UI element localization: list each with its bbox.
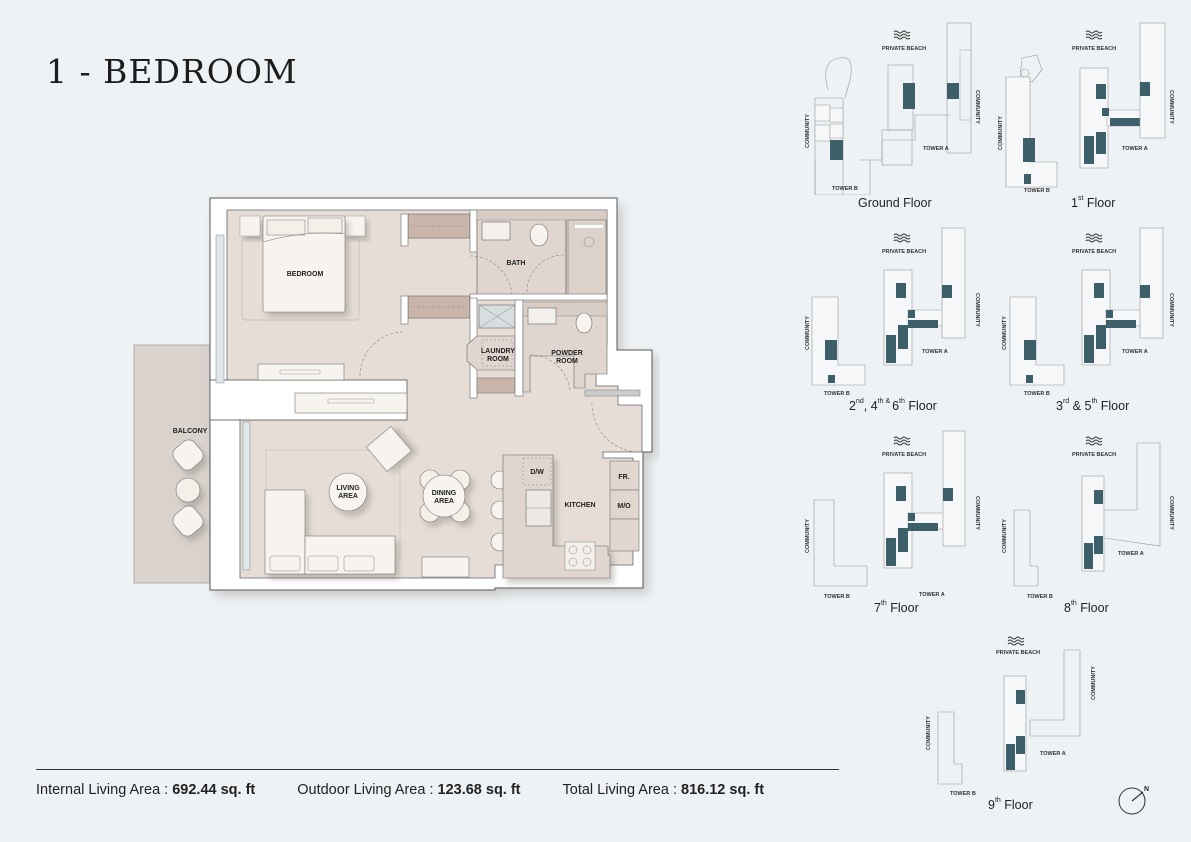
internal-area: Internal Living Area : 692.44 sq. ft (36, 782, 256, 798)
room-label-mo: M/O (617, 503, 631, 510)
svg-text:N: N (1144, 786, 1149, 793)
svg-text:PRIVATE BEACH: PRIVATE BEACH (882, 46, 926, 52)
svg-text:TOWER B: TOWER B (824, 594, 850, 600)
floor-label: 2nd, 4th & 6th Floor (849, 398, 937, 413)
svg-text:ROOM: ROOM (556, 358, 578, 365)
room-label-dw: D/W (530, 469, 544, 476)
room-label-bedroom: BEDROOM (287, 271, 324, 278)
svg-text:TOWER B: TOWER B (1024, 391, 1050, 397)
svg-text:AREA: AREA (434, 498, 454, 505)
svg-text:COMMUNITY: COMMUNITY (1168, 90, 1174, 124)
room-label-bath: BATH (507, 260, 526, 267)
room-label-powder: POWDER (551, 350, 583, 357)
svg-text:COMMUNITY: COMMUNITY (805, 114, 811, 148)
svg-text:COMMUNITY: COMMUNITY (805, 519, 811, 553)
floor-label: 3rd & 5th Floor (1056, 398, 1130, 413)
room-label-laundry: LAUNDRY (481, 348, 515, 355)
svg-text:TOWER B: TOWER B (1027, 594, 1053, 600)
svg-text:ROOM: ROOM (487, 356, 509, 363)
svg-text:PRIVATE BEACH: PRIVATE BEACH (882, 249, 926, 255)
room-label-living: LIVING (336, 485, 360, 492)
key-plan-7th-floor: PRIVATE BEACH TOWER A TOWER B COMMUNITY … (800, 428, 990, 615)
floor-label: 1st Floor (1071, 195, 1116, 210)
svg-text:COMMUNITY: COMMUNITY (1002, 519, 1008, 553)
key-plan-9th-floor: PRIVATE BEACH TOWER A TOWER B COMMUNITY … (912, 632, 1107, 812)
svg-text:TOWER A: TOWER A (919, 592, 945, 598)
svg-text:COMMUNITY: COMMUNITY (998, 116, 1004, 150)
north-compass-icon: N (1118, 783, 1150, 815)
svg-text:PRIVATE BEACH: PRIVATE BEACH (1072, 452, 1116, 458)
room-label-fr: FR. (618, 474, 629, 481)
room-label-kitchen: KITCHEN (564, 502, 595, 509)
svg-text:COMMUNITY: COMMUNITY (1091, 666, 1097, 700)
key-plan-8th-floor: PRIVATE BEACH TOWER A TOWER B COMMUNITY … (992, 428, 1187, 615)
footer-divider (36, 769, 839, 770)
svg-text:COMMUNITY: COMMUNITY (805, 316, 811, 350)
room-label-balcony: BALCONY (173, 428, 208, 435)
svg-text:COMMUNITY: COMMUNITY (926, 716, 932, 750)
floor-label: Ground Floor (858, 196, 932, 210)
page-title: 1 - BEDROOM (46, 52, 298, 91)
key-plan-2nd-4th-6th-floor: PRIVATE BEACH TOWER A TOWER B COMMUNITY … (800, 225, 990, 413)
floor-label: 8th Floor (1064, 600, 1109, 615)
key-plan-1st-floor: PRIVATE BEACH TOWER A TOWER B COMMUNITY … (992, 20, 1187, 210)
svg-text:PRIVATE BEACH: PRIVATE BEACH (1072, 249, 1116, 255)
key-plan-3rd-5th-floor: PRIVATE BEACH TOWER A TOWER B COMMUNITY … (992, 225, 1187, 413)
svg-text:COMMUNITY: COMMUNITY (974, 496, 980, 530)
svg-text:TOWER A: TOWER A (1040, 751, 1066, 757)
svg-text:TOWER B: TOWER B (950, 791, 976, 797)
svg-text:COMMUNITY: COMMUNITY (1168, 496, 1174, 530)
svg-text:COMMUNITY: COMMUNITY (974, 90, 980, 124)
key-plan-ground-floor: PRIVATE BEACH TOWER A TOWER B COMMUNITY … (800, 20, 990, 210)
floor-plan: BATH LAUNDRY ROOM POWDER ROOM (130, 190, 660, 610)
svg-text:TOWER B: TOWER B (1024, 188, 1050, 194)
svg-text:TOWER A: TOWER A (922, 349, 948, 355)
svg-text:TOWER B: TOWER B (832, 186, 858, 192)
svg-text:TOWER A: TOWER A (1122, 349, 1148, 355)
svg-text:PRIVATE BEACH: PRIVATE BEACH (1072, 46, 1116, 52)
outdoor-area: Outdoor Living Area : 123.68 sq. ft (297, 782, 521, 798)
room-label-dining: DINING (432, 490, 457, 497)
svg-text:TOWER A: TOWER A (1122, 146, 1148, 152)
svg-text:COMMUNITY: COMMUNITY (1168, 293, 1174, 327)
svg-text:AREA: AREA (338, 493, 358, 500)
svg-text:TOWER A: TOWER A (1118, 551, 1144, 557)
svg-text:PRIVATE BEACH: PRIVATE BEACH (882, 452, 926, 458)
svg-text:TOWER B: TOWER B (824, 391, 850, 397)
svg-text:TOWER A: TOWER A (923, 146, 949, 152)
floor-label: 7th Floor (874, 600, 919, 615)
svg-text:COMMUNITY: COMMUNITY (1002, 316, 1008, 350)
floor-label: 9th Floor (988, 797, 1033, 812)
svg-text:PRIVATE BEACH: PRIVATE BEACH (996, 650, 1040, 656)
svg-text:COMMUNITY: COMMUNITY (974, 293, 980, 327)
area-summary: Internal Living Area : 692.44 sq. ft Out… (36, 782, 806, 798)
total-area: Total Living Area : 816.12 sq. ft (562, 782, 765, 798)
